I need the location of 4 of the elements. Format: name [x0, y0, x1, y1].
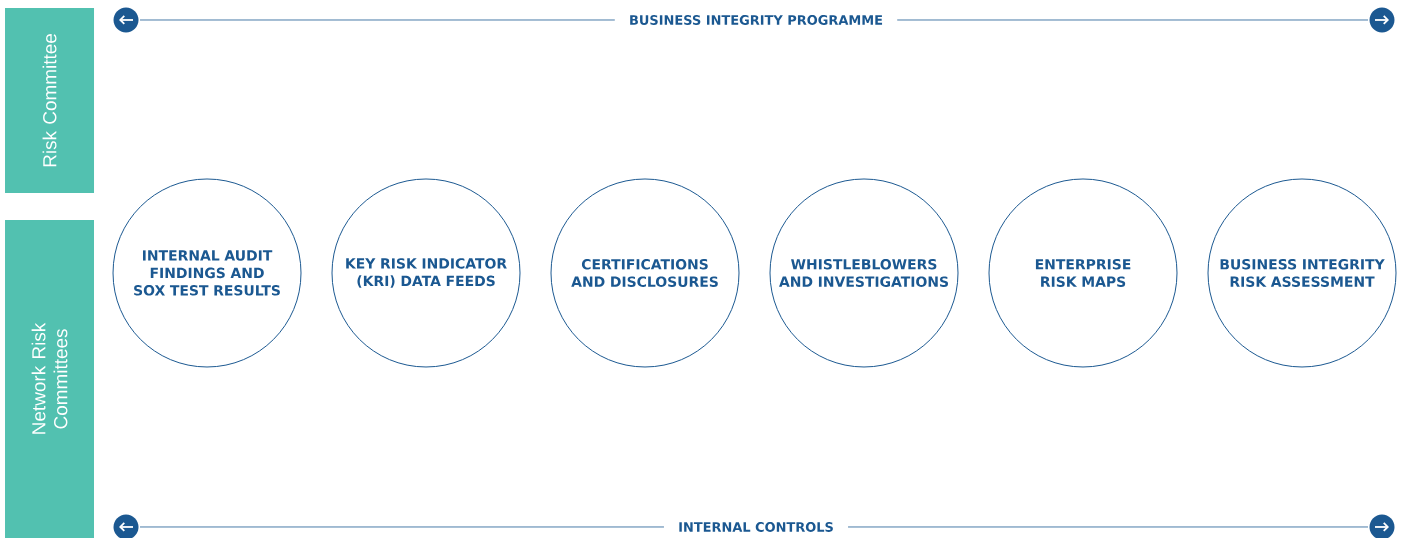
section-heading: INTERNAL CONTROLS: [679, 522, 833, 532]
side-band: Network Risk Committees: [5, 220, 94, 538]
section-heading: BUSINESS INTEGRITY PROGRAMME: [630, 15, 883, 25]
side-band: Risk Committee: [5, 8, 94, 193]
